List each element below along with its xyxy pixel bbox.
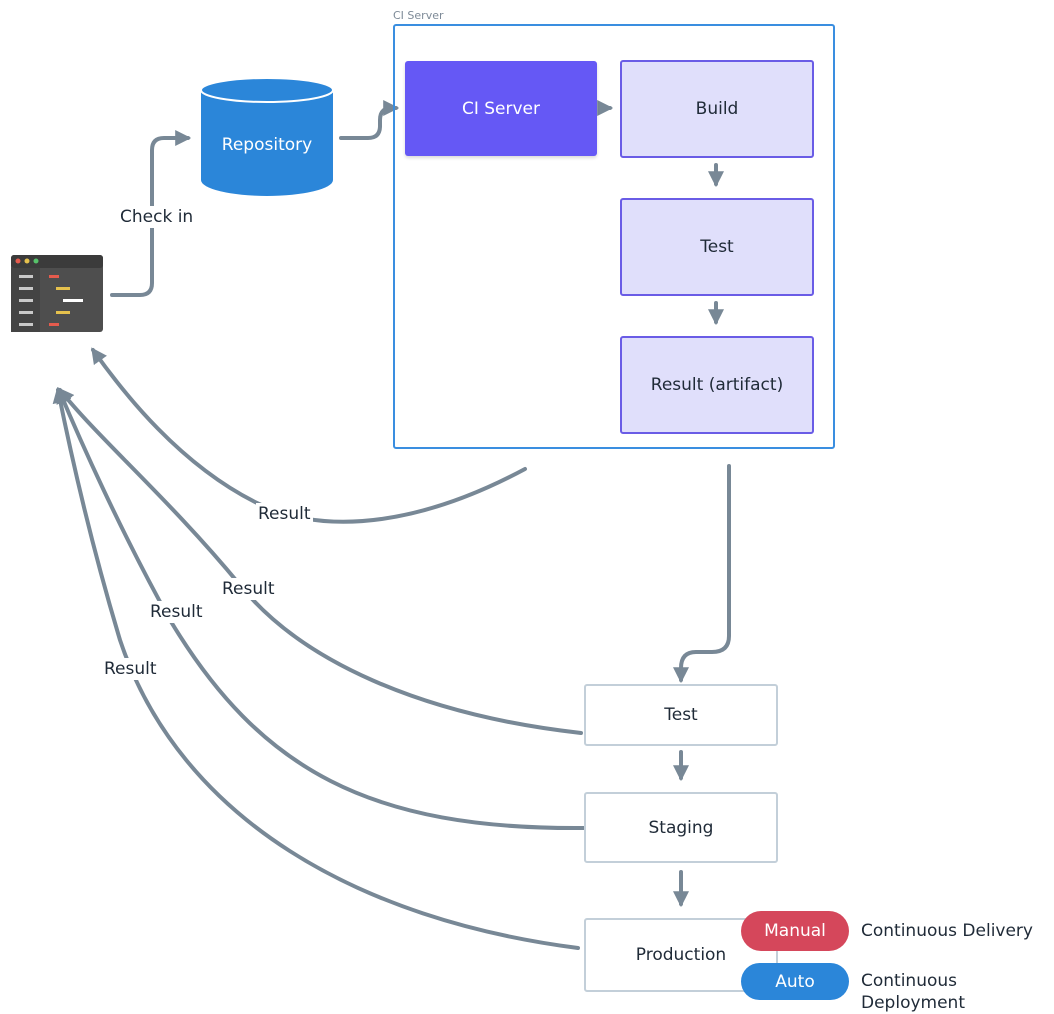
database-icon [200, 77, 334, 196]
edge-result-3 [56, 387, 587, 831]
repository-label: Repository [221, 135, 313, 155]
result-label-1: Result [256, 503, 313, 525]
result-artifact-node[interactable]: Result (artifact) [620, 336, 814, 434]
build-node[interactable]: Build [620, 60, 814, 158]
check-in-label: Check in [118, 206, 196, 228]
auto-badge: Auto [741, 963, 849, 1000]
ci-server-group [393, 24, 835, 449]
ci-server-group-label: CI Server [393, 9, 444, 22]
manual-badge: Manual [741, 911, 849, 951]
continuous-deployment-label: Continuous Deployment [861, 971, 965, 1013]
ci-server-node[interactable]: CI Server [405, 61, 597, 156]
code-editor-icon [11, 255, 103, 332]
env-staging-node[interactable]: Staging [584, 792, 778, 863]
edge-result-1 [91, 347, 527, 524]
ci-test-node[interactable]: Test [620, 198, 814, 296]
edge-result-4 [52, 386, 580, 950]
result-label-3: Result [148, 601, 205, 623]
edge-repo-to-ci [339, 100, 400, 140]
continuous-delivery-label: Continuous Delivery [861, 921, 1033, 941]
env-test-node[interactable]: Test [584, 684, 778, 746]
result-label-2: Result [220, 578, 277, 600]
result-label-4: Result [102, 658, 159, 680]
edge-ci-to-env-test [673, 464, 731, 684]
